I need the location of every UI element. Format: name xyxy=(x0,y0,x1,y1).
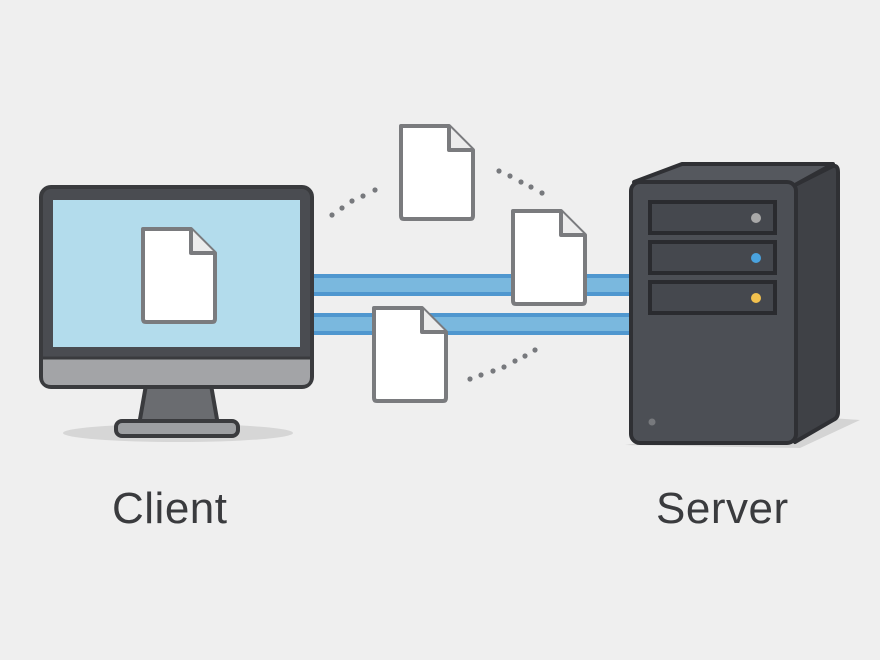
connection-cable-bottom xyxy=(310,313,635,335)
motion-path-bottom xyxy=(467,347,538,382)
status-led-blue xyxy=(751,253,761,263)
monitor-chin xyxy=(43,358,310,385)
server-tower xyxy=(625,162,860,448)
motion-path-top-right xyxy=(496,168,545,196)
screen-document-icon xyxy=(141,227,217,324)
power-led xyxy=(648,418,656,426)
server-label: Server xyxy=(656,484,789,533)
client-computer xyxy=(39,185,314,442)
status-led-gray xyxy=(751,213,761,223)
drive-bay-2 xyxy=(648,240,777,275)
drive-bay-1 xyxy=(648,200,777,235)
transit-document-icon-top xyxy=(399,124,475,221)
motion-path-left xyxy=(329,187,378,218)
server-side-panel xyxy=(793,163,840,444)
transit-document-icon-bottom xyxy=(372,306,448,403)
status-led-yellow xyxy=(751,293,761,303)
transit-document-icon-right xyxy=(511,209,587,306)
monitor-base xyxy=(114,419,240,438)
client-label: Client xyxy=(112,484,228,533)
drive-bay-3 xyxy=(648,280,777,315)
